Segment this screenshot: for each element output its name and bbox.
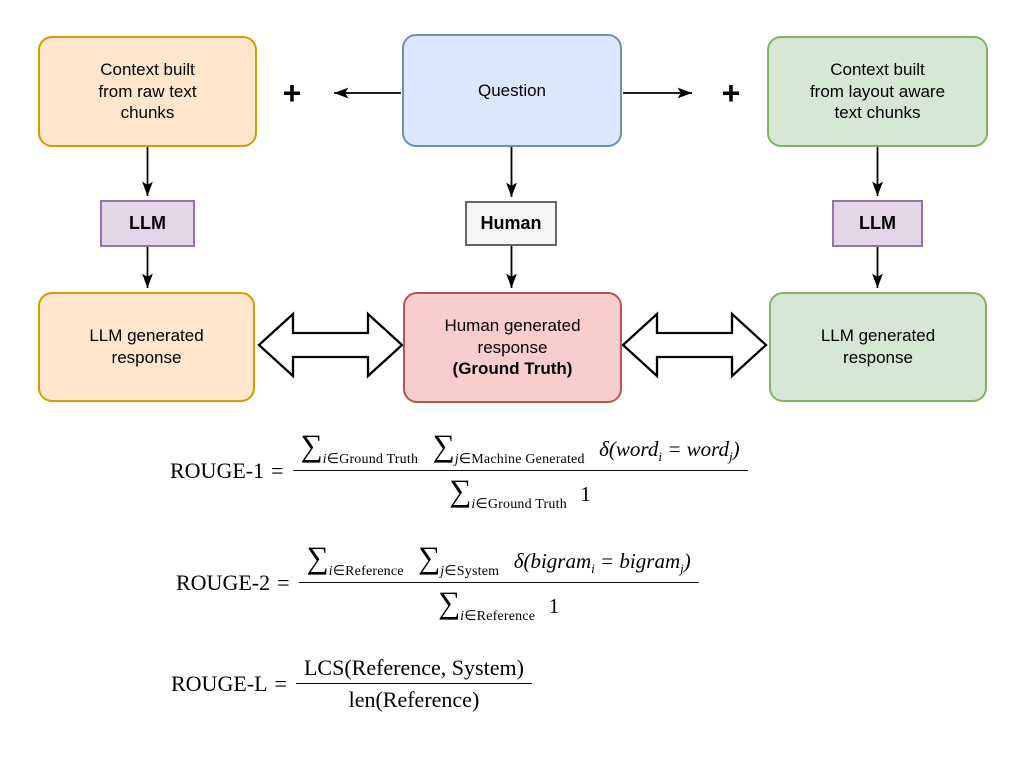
node-question-label: Question <box>477 80 547 100</box>
node-response-llm-left: LLM generated response <box>38 292 255 402</box>
denominator-constant: 1 <box>580 481 591 506</box>
double-arrow-right-compare <box>621 311 768 379</box>
formula-rouge-1-name: ROUGE-1 <box>170 458 265 484</box>
formula-rouge-l-name: ROUGE-L <box>171 671 268 697</box>
delta-expression: δ(wordi = wordj) <box>599 437 740 464</box>
node-response-human: Human generated response (Ground Truth) <box>403 292 622 403</box>
sum-term: ∑i∈Reference <box>438 587 535 624</box>
node-context-raw-chunks: Context built from raw text chunks <box>38 36 257 147</box>
sum-subscript: j∈System <box>440 564 499 579</box>
sum-set: ∈Machine Generated <box>458 452 585 467</box>
expr-part: = word <box>661 437 730 461</box>
sum-index: j <box>454 452 459 467</box>
denominator: len(Reference) <box>295 682 532 715</box>
sum-subscript: i∈Ground Truth <box>471 497 567 512</box>
sum-term: ∑i∈Ground Truth <box>301 430 419 467</box>
sum-subscript: i∈Ground Truth <box>323 452 419 467</box>
numerator: LCS(Reference, System) <box>303 655 524 680</box>
delta-expression: δ(bigrami = bigramj) <box>513 549 691 576</box>
node-llm-right-label: LLM <box>859 212 896 233</box>
formula-rouge-2: ROUGE-2 = ∑i∈Reference ∑j∈System δ(bigra… <box>176 540 699 626</box>
node-context-layout-chunks-label: Context built from layout aware text chu… <box>809 59 946 123</box>
fraction: ∑i∈Ground Truth ∑j∈Machine Generated δ(w… <box>292 428 748 515</box>
sum-term: ∑i∈Reference <box>307 542 404 579</box>
node-question: Question <box>402 34 622 147</box>
formula-rouge-2-name: ROUGE-2 <box>176 570 271 596</box>
sum-index: i <box>322 452 327 467</box>
fraction: LCS(Reference, System) len(Reference) <box>295 654 532 715</box>
numerator: ∑i∈Ground Truth ∑j∈Machine Generated δ(w… <box>293 428 748 470</box>
sum-term: ∑j∈Machine Generated <box>433 430 585 467</box>
formula-rouge-1: ROUGE-1 = ∑i∈Ground Truth ∑j∈Machine Gen… <box>170 428 748 514</box>
node-response-human-ground-truth-label: (Ground Truth) <box>452 359 573 379</box>
denominator-constant: 1 <box>548 593 560 618</box>
sum-index: j <box>440 564 445 579</box>
sigma-symbol: ∑ <box>418 540 441 575</box>
expr-part: δ(word <box>599 437 659 461</box>
node-llm-right: LLM <box>832 200 923 247</box>
expr-subscript: i <box>591 561 595 576</box>
sum-set: ∈Reference <box>464 608 536 624</box>
node-response-human-label: Human generated response <box>444 315 581 357</box>
node-llm-left-label: LLM <box>129 212 166 233</box>
expr-part: ) <box>732 437 740 461</box>
sum-set: ∈Ground Truth <box>326 452 419 467</box>
sum-subscript: i∈Reference <box>460 609 535 624</box>
denominator: ∑i∈Reference 1 <box>298 581 699 627</box>
sum-subscript: i∈Reference <box>329 564 404 579</box>
plus-sign-right: + <box>721 75 741 111</box>
numerator: ∑i∈Reference ∑j∈System δ(bigrami = bigra… <box>299 540 699 582</box>
expr-subscript: i <box>658 449 662 464</box>
node-response-llm-left-label: LLM generated response <box>89 326 204 367</box>
node-human: Human <box>465 201 557 246</box>
sum-set: ∈System <box>444 564 500 579</box>
expr-subscript: j <box>729 449 733 464</box>
node-response-llm-right: LLM generated response <box>769 292 987 402</box>
denominator: ∑i∈Ground Truth 1 <box>292 469 748 515</box>
formula-rouge-l: ROUGE-L = LCS(Reference, System) len(Ref… <box>171 654 532 714</box>
fraction: ∑i∈Reference ∑j∈System δ(bigrami = bigra… <box>298 540 699 627</box>
expr-part: ) <box>683 549 691 573</box>
sigma-symbol: ∑ <box>438 584 461 620</box>
sigma-symbol: ∑ <box>306 540 329 575</box>
sigma-symbol: ∑ <box>449 472 472 508</box>
sum-term: ∑j∈System <box>418 542 499 579</box>
sum-set: ∈Ground Truth <box>475 496 567 512</box>
expr-part: = bigram <box>594 549 681 573</box>
equals-sign: = <box>277 570 290 596</box>
sigma-symbol: ∑ <box>300 428 323 463</box>
sigma-symbol: ∑ <box>432 428 455 463</box>
sum-index: i <box>328 564 333 579</box>
node-context-layout-chunks: Context built from layout aware text chu… <box>767 36 988 147</box>
node-response-llm-right-label: LLM generated response <box>820 326 936 367</box>
double-arrow-left-compare <box>257 311 404 379</box>
plus-sign-left: + <box>282 75 302 111</box>
expr-part: δ(bigram <box>513 549 592 573</box>
expr-subscript: j <box>680 561 684 576</box>
equals-sign: = <box>274 671 287 697</box>
sum-term: ∑i∈Ground Truth <box>449 475 567 512</box>
sum-index: i <box>460 608 465 624</box>
node-llm-left: LLM <box>100 200 195 247</box>
node-context-raw-chunks-label: Context built from raw text chunks <box>98 59 197 123</box>
node-human-label: Human <box>480 212 542 233</box>
sum-subscript: j∈Machine Generated <box>455 452 585 467</box>
sum-set: ∈Reference <box>332 564 404 579</box>
equals-sign: = <box>271 458 284 484</box>
sum-index: i <box>471 496 476 512</box>
